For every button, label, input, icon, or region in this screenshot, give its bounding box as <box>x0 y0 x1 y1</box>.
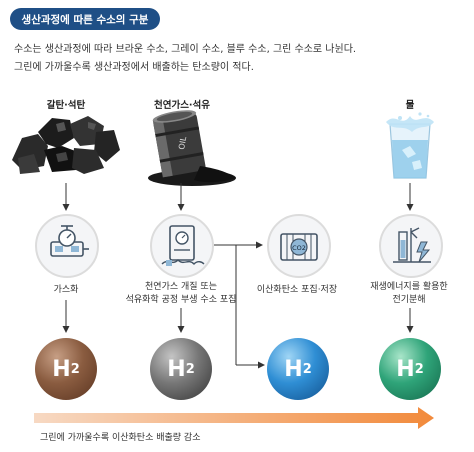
coal-label: 갈탄·석탄 <box>46 100 86 111</box>
reforming-icon <box>150 214 214 278</box>
subscript-two: 2 <box>414 361 424 377</box>
h-symbol: H <box>284 356 303 382</box>
electrolysis-label-line-1: 재생에너지를 활용한 <box>370 282 448 292</box>
natural-gas-oil-label: 천연가스·석유 <box>153 100 211 111</box>
water-label: 물 <box>405 100 415 111</box>
coal-image <box>12 116 120 174</box>
barrel-text: OIL <box>177 135 188 150</box>
water-glass-image <box>386 112 434 179</box>
gasification-label: 가스화 <box>53 285 79 295</box>
description-line-1: 수소는 생산과정에 따라 브라운 수소, 그레이 수소, 블루 수소, 그린 수… <box>14 44 357 55</box>
subscript-two: 2 <box>302 361 312 377</box>
h-symbol: H <box>167 356 186 382</box>
oil-barrel-image: OIL <box>148 110 236 186</box>
subscript-two: 2 <box>185 361 195 377</box>
electrolysis-icon <box>379 214 443 278</box>
reforming-label-line-2: 석유화학 공정 부생 수소 포집 <box>125 295 237 305</box>
electrolysis-label-line-2: 전기분해 <box>392 295 426 305</box>
subscript-two: 2 <box>70 361 80 377</box>
co2-icon-text: CO2 <box>292 244 306 252</box>
description-line-2: 그린에 가까울수록 생산과정에서 배출하는 탄소량이 적다. <box>14 62 254 73</box>
gasification-icon <box>35 214 99 278</box>
h-symbol: H <box>396 356 415 382</box>
h-symbol: H <box>52 356 71 382</box>
emission-reduction-arrow <box>34 407 434 429</box>
reforming-label-line-1: 천연가스 개질 또는 <box>145 282 217 292</box>
bottom-caption: 그린에 가까울수록 이산화탄소 배출량 감소 <box>40 433 201 443</box>
co2-capture-icon: CO2 <box>267 214 331 278</box>
co2-capture-label: 이산화탄소 포집·저장 <box>256 285 338 295</box>
section-title: 생산과정에 따른 수소의 구분 <box>10 8 160 30</box>
